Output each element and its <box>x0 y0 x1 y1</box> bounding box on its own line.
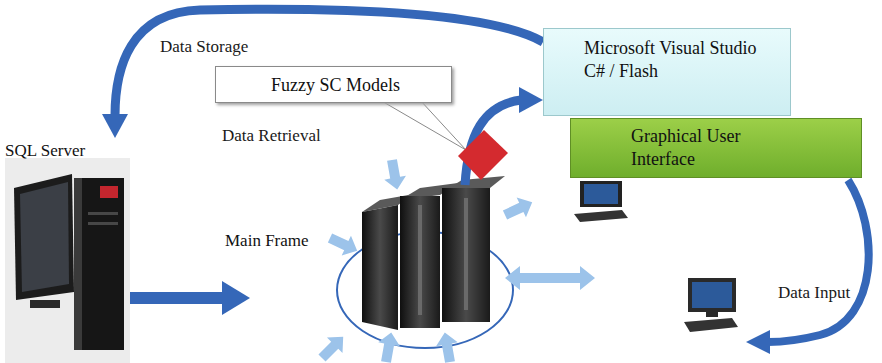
connector-line <box>130 292 224 304</box>
monitor <box>688 278 736 312</box>
monitor-screen <box>20 182 69 292</box>
monitor-stand <box>30 300 60 308</box>
keyboard <box>684 318 738 332</box>
arrow-head <box>222 281 250 315</box>
server-stripe <box>418 205 422 315</box>
monitor-screen <box>692 282 732 308</box>
server-tower <box>442 188 490 322</box>
pc-drive-slot <box>88 222 118 225</box>
input-arrow <box>768 180 869 342</box>
flow-connector <box>102 9 543 138</box>
flow-arrow <box>375 331 402 363</box>
flow-label: Data Input <box>778 283 850 303</box>
process-box: Graphical User Interface <box>570 118 862 178</box>
pc-tower-badge <box>100 186 118 198</box>
server-stripe <box>464 198 468 310</box>
edge-label: Data Storage <box>160 37 248 57</box>
node-text: Graphical User Interface <box>631 125 791 170</box>
connector-line <box>115 9 543 116</box>
arrow-head <box>102 114 128 138</box>
model-diamond <box>458 130 508 180</box>
keyboard <box>574 210 628 222</box>
callout-pointer <box>380 100 466 150</box>
server-tower <box>400 196 440 328</box>
pc-tower-side <box>74 178 82 350</box>
pc-drive-slot <box>88 212 118 215</box>
node-text: SQL Server <box>5 140 85 161</box>
monitor-screen <box>584 184 618 204</box>
node-text: Fuzzy SC Models <box>271 74 451 97</box>
computer-figure: SQL Server <box>5 138 130 363</box>
flow-arrow <box>325 228 361 261</box>
node-text: Main Frame <box>225 230 309 251</box>
arrow-head <box>519 87 543 113</box>
callout-box: Fuzzy SC Models <box>215 66 452 103</box>
flow-arrow <box>500 192 536 225</box>
computer-ground <box>5 158 130 363</box>
monitor-stand <box>706 312 718 317</box>
node-text: Microsoft Visual Studio C# / Flash <box>584 37 782 82</box>
flow-double-arrow <box>505 266 595 290</box>
input-arrow-head <box>746 330 770 354</box>
flow-arrow <box>434 331 461 363</box>
flow-arrow <box>314 329 351 363</box>
flow-arrows <box>314 158 595 363</box>
flow-arrow <box>381 158 408 191</box>
monitor <box>580 181 622 207</box>
pc-tower <box>74 178 124 350</box>
flow-label: Data Retrieval <box>222 126 321 146</box>
flow-connector <box>130 281 250 315</box>
process-box: Microsoft Visual Studio C# / Flash <box>543 28 791 116</box>
server-tower <box>362 205 398 330</box>
monitor-frame <box>14 174 74 300</box>
mainframe-figure: Main Frame <box>250 185 510 350</box>
